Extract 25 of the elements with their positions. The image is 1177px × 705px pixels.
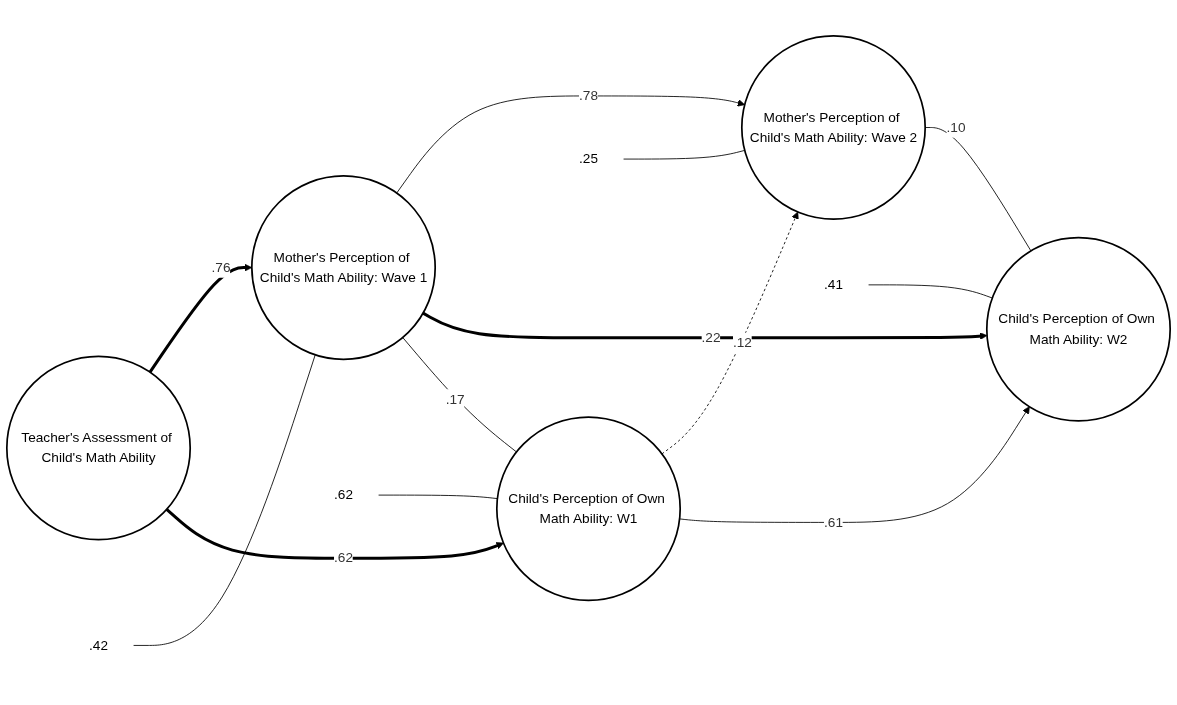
node-text: .62: [334, 487, 353, 503]
edge-label: .61: [824, 515, 843, 530]
edge-label: .62: [334, 550, 353, 566]
node-circle: Mother's Perception of Child's Math Ability: Wave 1: [250, 175, 437, 361]
edge-label: .12: [732, 335, 752, 350]
node-circle: Child's Perception of Own Math Ability: W1: [495, 416, 682, 602]
edge-label: .10: [946, 120, 966, 135]
connector: [402, 337, 517, 453]
node-circle: Mother's Perception of Child's Math Ability: Wave 2: [740, 35, 927, 221]
connector: [133, 354, 316, 647]
node-text: .42: [89, 638, 108, 653]
connector: [868, 284, 993, 299]
node-circle: Teacher's Assessment of Child's Math Ability: [5, 355, 192, 541]
node-text: .25: [579, 151, 598, 167]
edge-label: .78: [579, 88, 598, 104]
arrow: [165, 508, 504, 561]
edge-label: .76: [211, 260, 231, 275]
arrow: [422, 312, 988, 341]
edge-label: .17: [445, 392, 465, 407]
node-text: .41: [824, 277, 843, 293]
connector: [623, 150, 746, 160]
node-circle: Child's Perception of Own Math Ability: W2: [985, 237, 1172, 423]
edge-label: .22: [701, 330, 721, 345]
connector: [378, 495, 498, 500]
arrow: [148, 264, 253, 374]
